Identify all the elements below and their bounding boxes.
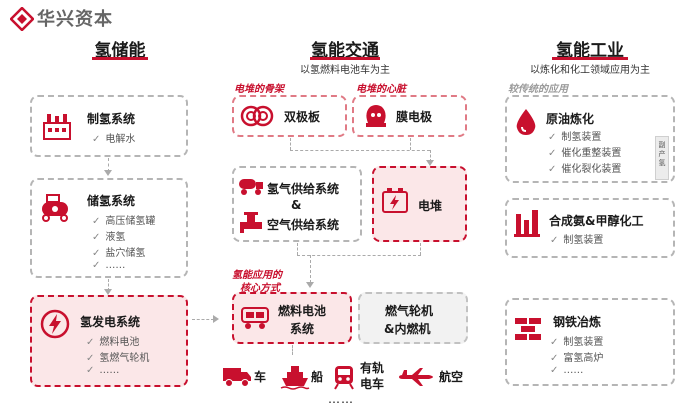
storage-item: ✓盐穴储氢: [92, 248, 146, 259]
vehicle-label-ship: 船: [311, 370, 324, 384]
flow-connector: [292, 345, 293, 355]
flow-arrowhead: [426, 160, 434, 166]
flow-connector: [290, 138, 291, 150]
vehicle-label-tram: 电车: [360, 377, 385, 391]
internal-combustion-label: &内燃机: [384, 322, 431, 336]
brand-logo-icon: [10, 7, 34, 31]
column-subtitle-industry: 以炼化和化工领域应用为主: [530, 65, 650, 76]
column-title-industry: 氢能工业: [556, 41, 624, 61]
production-title: 制氢系统: [87, 112, 136, 126]
refining-item: ✓催化裂化装置: [548, 164, 622, 175]
title-underline: [92, 57, 148, 60]
ammonia-item: ✓制氢装置: [550, 235, 604, 246]
crude-oil-refining-box: [505, 95, 675, 183]
heart-label: 电堆的心脏: [356, 84, 406, 95]
bipolar-plate-icon: [240, 105, 274, 127]
flow-arrowhead: [104, 170, 112, 176]
fuel-cell-system-box: [232, 292, 352, 344]
fuel-cell-stack-box: [372, 166, 467, 242]
vehicle-label-aviation: 航空: [439, 370, 464, 384]
membrane-electrode-icon: [366, 105, 386, 127]
air-supply-label: 空气供给系统: [267, 218, 340, 232]
refining-title: 原油炼化: [546, 112, 595, 126]
flow-connector: [290, 150, 430, 151]
hydrogen-production-box: [30, 95, 188, 157]
flow-connector: [297, 255, 421, 256]
vehicle-label-tram: 有轨: [360, 361, 385, 375]
flow-connector: [410, 138, 411, 150]
truck-icon: [223, 368, 251, 387]
byproduct-hydrogen-tag: 副产氢: [655, 136, 669, 180]
brand-name: 华兴资本: [37, 9, 113, 30]
flow-arrowhead: [104, 289, 112, 295]
ampersand-label: &: [291, 198, 302, 212]
production-item: ✓电解水: [92, 134, 136, 145]
core-application-label: 氢能应用的: [232, 270, 282, 281]
refining-item: ✓制氢装置: [548, 132, 602, 143]
gas-turbine-label: 燃气轮机: [385, 304, 434, 318]
gas-supply-systems-box: [232, 166, 362, 242]
column-subtitle-transport: 以氢燃料电池车为主: [300, 65, 390, 76]
generation-item: ✓氢燃气轮机: [86, 353, 150, 364]
storage-item: ✓……: [92, 260, 126, 271]
bipolar-plate-box: [232, 95, 347, 137]
generation-title: 氢发电系统: [80, 315, 141, 329]
generation-item: ✓燃料电池: [86, 337, 140, 348]
generation-item: ✓……: [86, 365, 120, 376]
storage-item: ✓液氢: [92, 232, 126, 243]
flow-arrow: [192, 319, 214, 320]
power-lightning-icon: [40, 309, 70, 339]
flow-connector: [310, 255, 311, 283]
gas-turbine-engine-box: [358, 292, 468, 344]
more-ellipsis: ……: [328, 392, 354, 406]
compressor-icon: [42, 194, 68, 222]
flow-connector: [297, 243, 298, 255]
skeleton-label: 电堆的骨架: [234, 84, 284, 95]
steel-item: ✓……: [550, 365, 584, 376]
ammonia-methanol-title: 合成氨&甲醇化工: [549, 214, 644, 228]
steel-title: 钢铁冶炼: [553, 315, 602, 329]
flow-connector: [420, 243, 421, 255]
steel-item: ✓制氢装置: [550, 337, 604, 348]
air-valve-icon: [240, 212, 262, 233]
flow-arrow: [108, 279, 109, 291]
hydrogen-supply-label: 氢气供给系统: [267, 182, 340, 196]
flow-arrowhead: [213, 315, 219, 323]
steel-smelting-box: [505, 298, 675, 386]
airplane-icon: [399, 368, 433, 386]
oil-drop-icon: [516, 109, 536, 135]
steel-item: ✓富氢高炉: [550, 353, 604, 364]
membrane-electrode-label: 膜电极: [396, 110, 433, 124]
battery-stack-icon: [382, 188, 408, 213]
core-application-label: 核心方式: [240, 283, 280, 294]
column-title-storage: 氢储能: [94, 41, 146, 61]
vehicle-label-car: 车: [254, 370, 267, 384]
bipolar-plate-label: 双极板: [284, 110, 321, 124]
column-title-transport: 氢能交通: [311, 41, 379, 61]
title-underline: [310, 57, 380, 60]
hydrogen-tanker-icon: [239, 179, 263, 195]
stack-label: 电堆: [418, 199, 443, 213]
traditional-application-label: 较传统的应用: [508, 84, 568, 95]
storage-item: ✓高压储氢罐: [92, 216, 156, 227]
flow-connector: [430, 150, 431, 162]
factory-icon: [43, 114, 71, 140]
fuel-cell-system-label: 燃料电池: [278, 304, 327, 318]
steel-bars-icon: [515, 318, 541, 340]
flow-arrow: [108, 158, 109, 172]
refining-item: ✓催化重整装置: [548, 148, 622, 159]
title-underline: [552, 57, 628, 60]
chemical-plant-icon: [514, 210, 540, 237]
ship-icon: [280, 366, 310, 390]
storage-title: 储氢系统: [87, 194, 136, 208]
fuel-cell-system-label: 系统: [290, 322, 315, 336]
flow-arrowhead: [306, 282, 314, 288]
fuel-cell-car-icon: [241, 307, 269, 329]
tram-icon: [334, 366, 354, 390]
